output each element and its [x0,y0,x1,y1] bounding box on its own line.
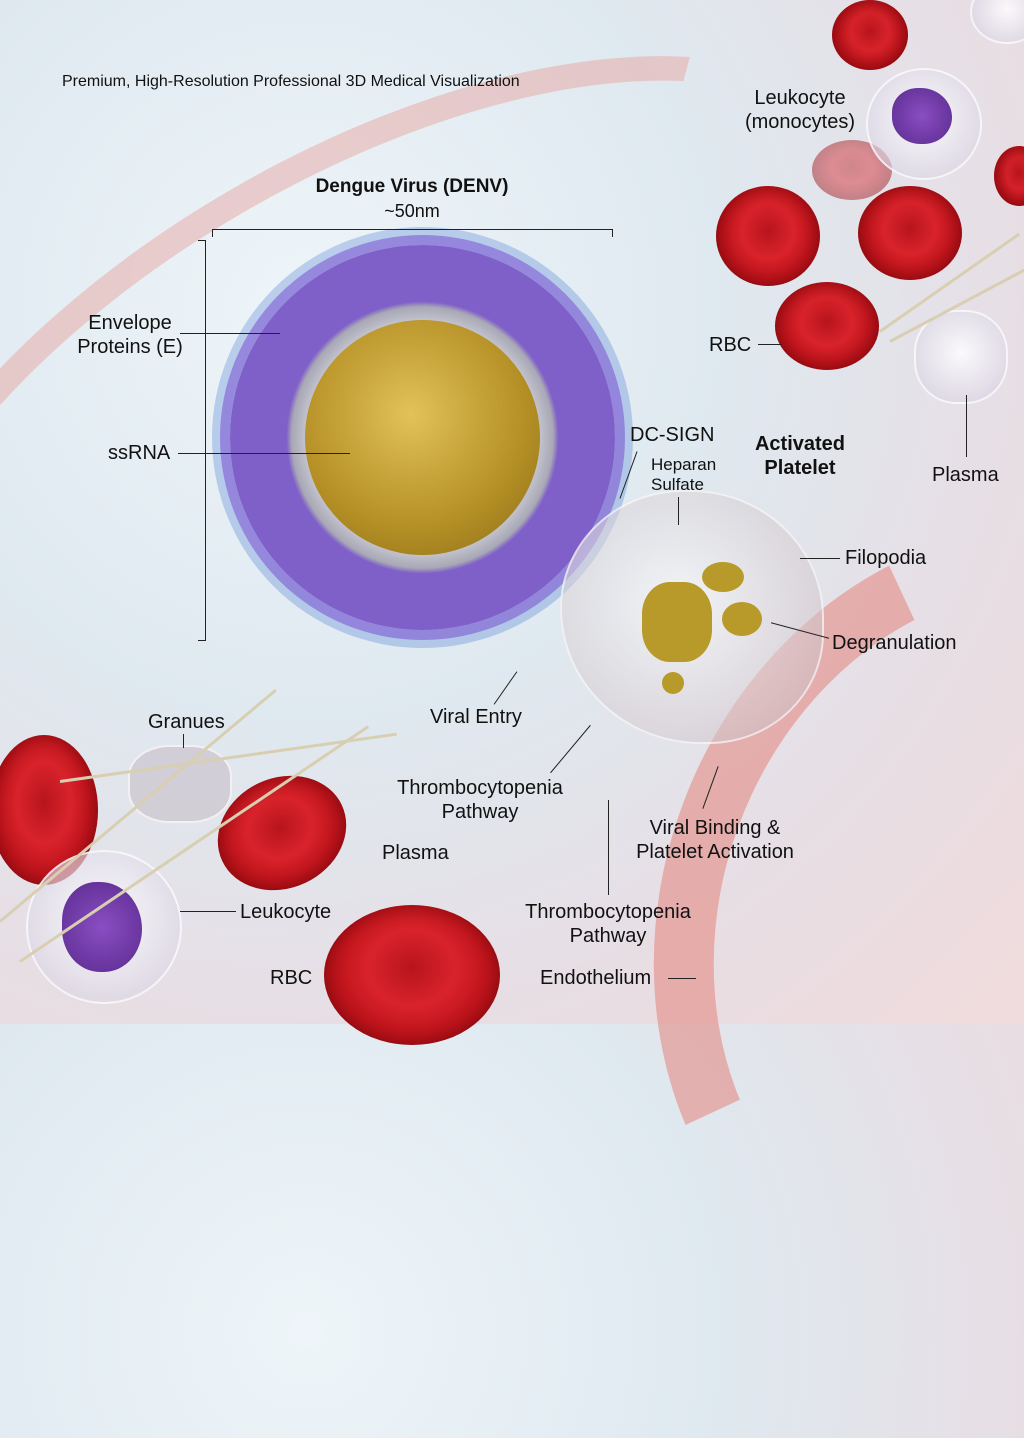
label-rbc-bottom: RBC [270,967,313,989]
size-bracket-right-tick [612,229,613,237]
label-rbc-right: RBC [709,334,752,356]
leader-plasma-right [966,395,967,457]
label-degranulation: Degranulation [832,632,957,654]
label-plasma-right: Plasma [932,464,999,486]
rbc-cell [716,186,820,286]
rbc-cell [324,905,500,1045]
nucleus [62,882,142,972]
leader-thrombocytopenia-1 [550,724,591,774]
size-bracket-v-bottom [198,640,206,641]
size-bracket-top [212,229,613,230]
virus-title: Dengue Virus (DENV) [315,176,509,197]
rbc-cell [858,186,962,280]
label-thrombocytopenia-pathway-1: Thrombocytopenia Pathway [397,777,563,823]
label-filopodia: Filopodia [845,547,927,569]
size-bracket-vertical [205,240,206,640]
leader-granues [183,734,184,748]
leader-rbc-right [758,344,782,345]
label-thrombocytopenia-pathway-2: Thrombocytopenia Pathway [525,901,691,947]
label-heparan-sulfate: Heparan Sulfate [651,455,717,494]
granule [722,602,762,636]
resting-platelet [914,310,1008,404]
granule [702,562,744,592]
leukocyte-cell [26,850,182,1004]
nucleus [892,88,952,144]
label-granues: Granues [148,711,225,733]
leukocyte-partial [970,0,1024,44]
virus-capsid-ssrna [305,320,540,555]
label-envelope-proteins: Envelope Proteins (E) [77,312,183,358]
label-plasma-center: Plasma [382,842,449,864]
label-dc-sign: DC-SIGN [630,424,715,446]
dengue-virus [230,245,615,630]
size-bracket-left-tick [212,229,213,237]
label-viral-binding: Viral Binding & Platelet Activation [636,817,794,863]
subtitle: Premium, High-Resolution Professional 3D… [62,73,520,90]
granule [642,582,712,662]
leader-filopodia [800,558,840,559]
leader-envelope [180,333,280,334]
rbc-cell [775,282,879,370]
label-viral-entry: Viral Entry [430,706,522,728]
label-leukocyte: Leukocyte [240,901,332,923]
granule-platelet [128,745,232,823]
leader-leukocyte [180,911,236,912]
rbc-cell [994,146,1024,206]
activated-platelet [560,490,824,744]
leukocyte-monocyte [866,68,982,180]
leader-endothelium [668,978,696,979]
label-leukocyte-monocytes: Leukocyte (monocytes) [744,87,856,133]
virus-size: ~50nm [384,201,440,221]
label-ssrna: ssRNA [108,442,171,464]
size-bracket-v-top [198,240,206,241]
label-activated-platelet: Activated Platelet [754,433,846,479]
leader-heparan [678,497,679,525]
leader-thrombocytopenia-2 [608,800,609,895]
rbc-cell [832,0,908,70]
granule [662,672,684,694]
leader-ssrna [178,453,350,454]
label-endothelium: Endothelium [540,967,652,989]
